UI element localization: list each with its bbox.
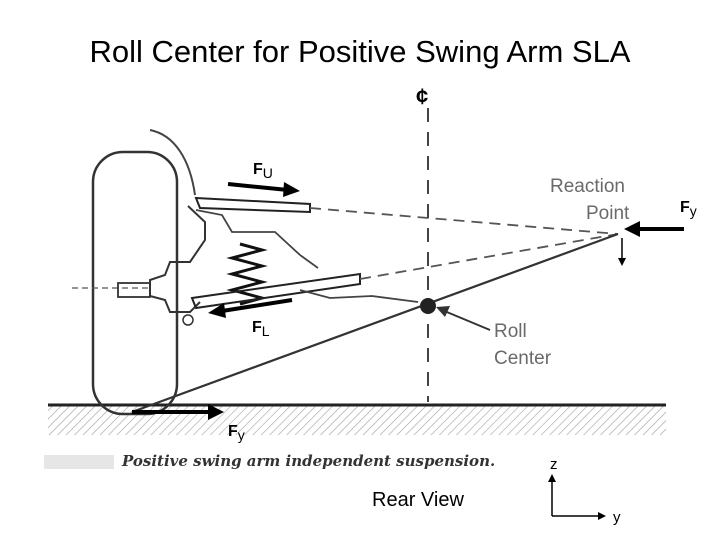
- force-lower-label: FL: [252, 319, 270, 339]
- roll-center-pointer-head: [436, 306, 450, 317]
- hub: [117, 282, 151, 298]
- force-upper-arrowhead: [283, 182, 300, 197]
- slide-title: Roll Center for Positive Swing Arm SLA: [89, 34, 631, 69]
- force-y-ground-label: Fy: [228, 423, 245, 443]
- upper-arm-bracket: [195, 209, 301, 256]
- axis-z-label: z: [550, 456, 558, 473]
- force-y-reaction-label: Fy: [680, 199, 697, 219]
- view-label: Rear View: [372, 489, 464, 511]
- body-outline: [149, 129, 196, 196]
- axis-y-arrowhead: [598, 512, 606, 520]
- scan-smudge: [44, 455, 114, 469]
- lower-control-arm: [190, 272, 361, 310]
- contact-to-reaction-line: [131, 232, 619, 414]
- centerline-symbol: ¢: [416, 84, 428, 109]
- axis-z-arrowhead: [548, 474, 556, 482]
- upper-control-arm: [194, 196, 311, 214]
- lower-pivot: [182, 314, 194, 326]
- roll-center-label-line1: Roll: [494, 321, 527, 342]
- force-y-ground-arrowhead: [208, 404, 224, 420]
- reaction-point-label-line1: Reaction: [550, 176, 625, 197]
- reaction-vertical-arrowhead: [618, 258, 626, 266]
- roll-center-pointer: [441, 309, 491, 331]
- force-upper-arrow: [227, 182, 289, 192]
- force-lower-arrowhead: [208, 303, 226, 318]
- lower-arm-extension: [359, 233, 619, 280]
- roll-center-point: [420, 298, 436, 314]
- chassis-bracket: [299, 254, 419, 303]
- force-y-reaction-arrowhead: [624, 221, 640, 237]
- force-lower-arrow: [221, 298, 293, 313]
- axis-y-label: y: [613, 509, 621, 526]
- spring: [226, 242, 268, 306]
- roll-center-label-line2: Center: [494, 348, 552, 369]
- knuckle: [149, 205, 206, 313]
- figure-caption: Positive swing arm independent suspensio…: [121, 452, 495, 470]
- upper-arm-extension: [309, 207, 619, 235]
- reaction-point-label-line2: Point: [586, 203, 630, 224]
- force-upper-label: FU: [253, 161, 273, 181]
